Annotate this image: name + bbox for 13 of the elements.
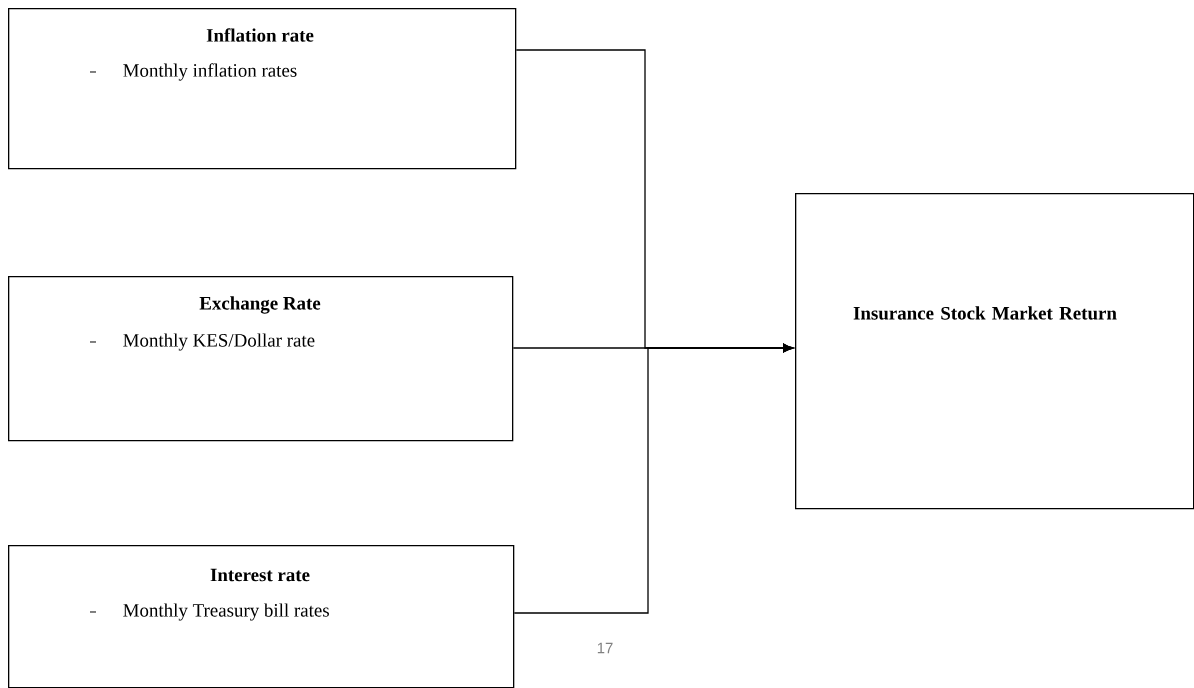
heading-text: Inflation rate bbox=[206, 28, 314, 42]
factor-box bbox=[795, 193, 1194, 510]
bullet-text: Monthly inflation rates bbox=[123, 63, 297, 81]
factor-box bbox=[8, 545, 515, 688]
arrow bbox=[513, 343, 794, 614]
heading-text: Interest rate bbox=[210, 568, 310, 582]
factor-box bbox=[8, 276, 514, 442]
page-number: 17 bbox=[597, 642, 613, 654]
bullet-text: Monthly KES/Dollar rate bbox=[123, 333, 315, 351]
box-text: Insurance Stock Market Return bbox=[853, 306, 1117, 320]
bullet-text: Monthly Treasury bill rates bbox=[123, 603, 329, 621]
factor-box bbox=[8, 8, 517, 170]
heading-text: Exchange Rate bbox=[199, 296, 321, 314]
